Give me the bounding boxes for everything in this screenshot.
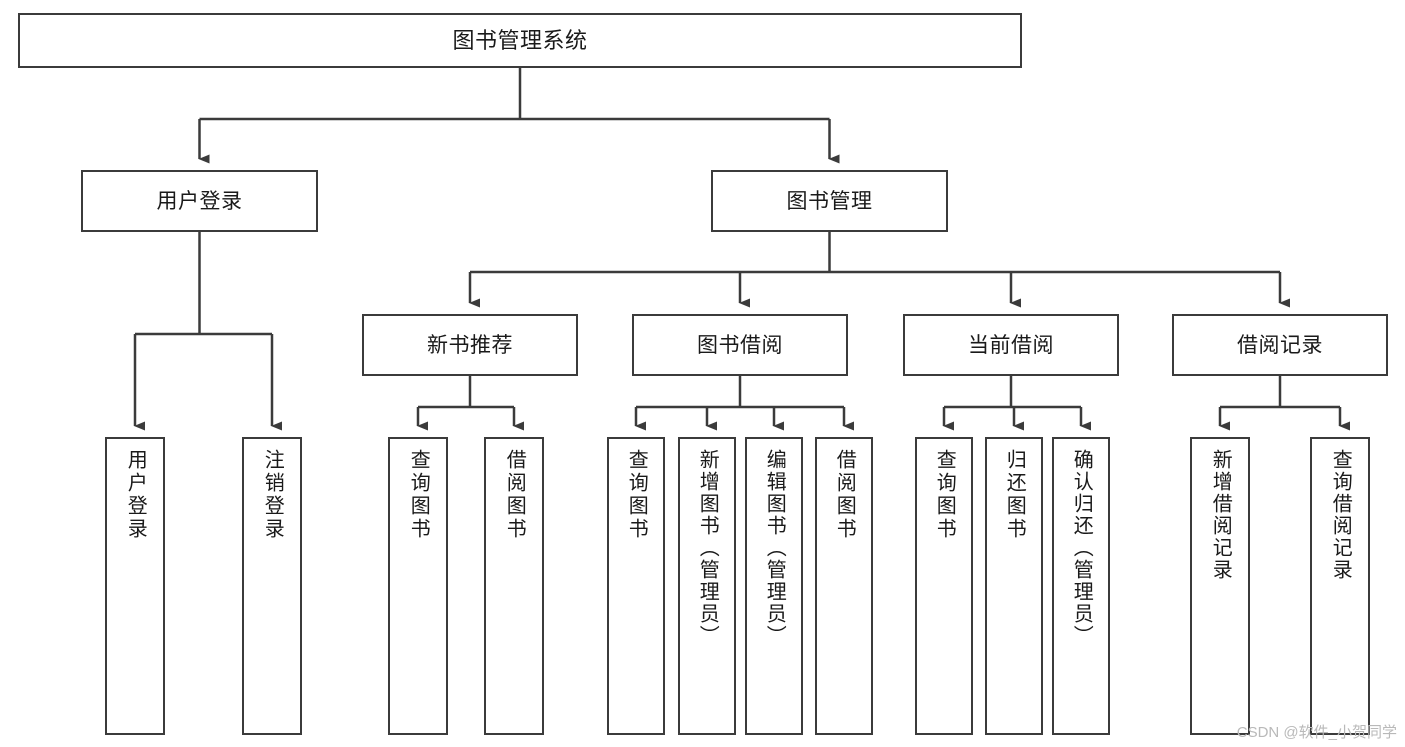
node-label: 新增借阅记录: [1209, 449, 1232, 581]
node-current: 当前借阅: [903, 314, 1119, 376]
node-label: 图书管理系统: [452, 27, 588, 53]
node-leaf-borrow-take: 借阅图书: [815, 437, 873, 735]
node-leaf-new-query: 查询图书: [388, 437, 448, 735]
node-root: 图书管理系统: [18, 13, 1022, 68]
node-label: 确认归还（管理员）: [1070, 449, 1093, 647]
node-label: 借阅图书: [833, 449, 856, 541]
node-label: 归还图书: [1003, 449, 1026, 541]
node-leaf-cur-confirm: 确认归还（管理员）: [1052, 437, 1110, 735]
node-leaf-user-logout: 注销登录: [242, 437, 302, 735]
node-label: 注销登录: [261, 449, 284, 541]
node-label: 当前借阅: [968, 333, 1054, 357]
node-leaf-borrow-edit: 编辑图书（管理员）: [745, 437, 803, 735]
node-label: 查询图书: [625, 449, 648, 541]
node-label: 查询图书: [933, 449, 956, 541]
node-label: 编辑图书（管理员）: [763, 449, 786, 647]
node-records: 借阅记录: [1172, 314, 1388, 376]
watermark: CSDN @软件_小贺同学: [1236, 724, 1397, 741]
node-label: 图书管理: [786, 189, 873, 213]
node-label: 图书借阅: [697, 333, 783, 357]
node-bookmgmt: 图书管理: [711, 170, 948, 232]
node-leaf-cur-return: 归还图书: [985, 437, 1043, 735]
node-leaf-rec-query: 查询借阅记录: [1310, 437, 1370, 735]
node-label: 用户登录: [156, 189, 243, 213]
node-label: 查询借阅记录: [1329, 449, 1352, 581]
node-label: 新书推荐: [427, 333, 513, 357]
node-label: 查询图书: [407, 449, 430, 541]
node-leaf-rec-add: 新增借阅记录: [1190, 437, 1250, 735]
node-leaf-new-borrow: 借阅图书: [484, 437, 544, 735]
node-label: 借阅记录: [1237, 333, 1323, 357]
node-leaf-cur-query: 查询图书: [915, 437, 973, 735]
node-label: 用户登录: [124, 449, 147, 541]
node-label: 借阅图书: [503, 449, 526, 541]
node-newbook: 新书推荐: [362, 314, 578, 376]
node-label: 新增图书（管理员）: [696, 449, 719, 647]
node-leaf-borrow-query: 查询图书: [607, 437, 665, 735]
node-leaf-user-login: 用户登录: [105, 437, 165, 735]
node-login: 用户登录: [81, 170, 318, 232]
node-leaf-borrow-add: 新增图书（管理员）: [678, 437, 736, 735]
node-borrow: 图书借阅: [632, 314, 848, 376]
